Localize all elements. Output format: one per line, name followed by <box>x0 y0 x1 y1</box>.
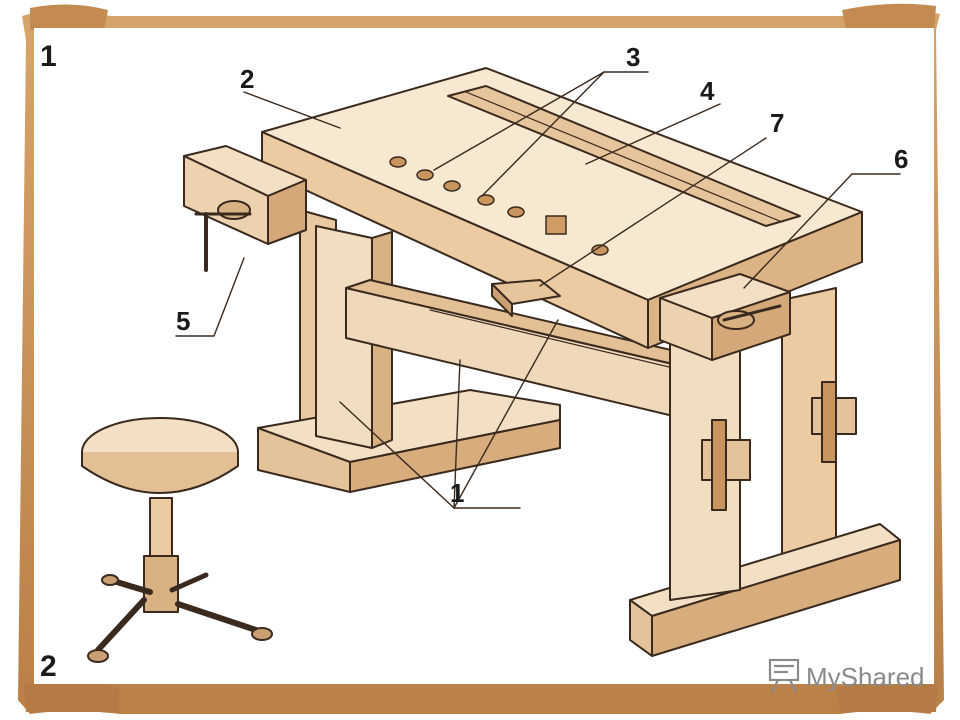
tool-rest <box>491 279 561 317</box>
bench-dog-holes <box>389 156 609 256</box>
callout-1: 1 <box>450 478 464 508</box>
figure-number-1: 1 <box>40 40 57 73</box>
left-foot-beam <box>257 389 561 493</box>
back-right-leg <box>781 287 857 573</box>
stool <box>81 417 273 663</box>
callout-3: 3 <box>626 42 640 72</box>
front-right-leg <box>669 319 751 601</box>
callout-5: 5 <box>176 306 190 336</box>
callout-6: 6 <box>894 144 908 174</box>
watermark-text: MyShared <box>806 662 925 692</box>
leader-lines <box>175 71 901 509</box>
tail-vise <box>659 273 791 361</box>
figure-number-2: 2 <box>40 650 57 683</box>
watermark: MyShared <box>768 658 925 693</box>
callout-4: 4 <box>700 76 715 106</box>
callout-7: 7 <box>770 108 784 138</box>
presentation-board-icon <box>768 658 800 693</box>
front-vise <box>183 145 307 272</box>
callout-2: 2 <box>240 64 254 94</box>
